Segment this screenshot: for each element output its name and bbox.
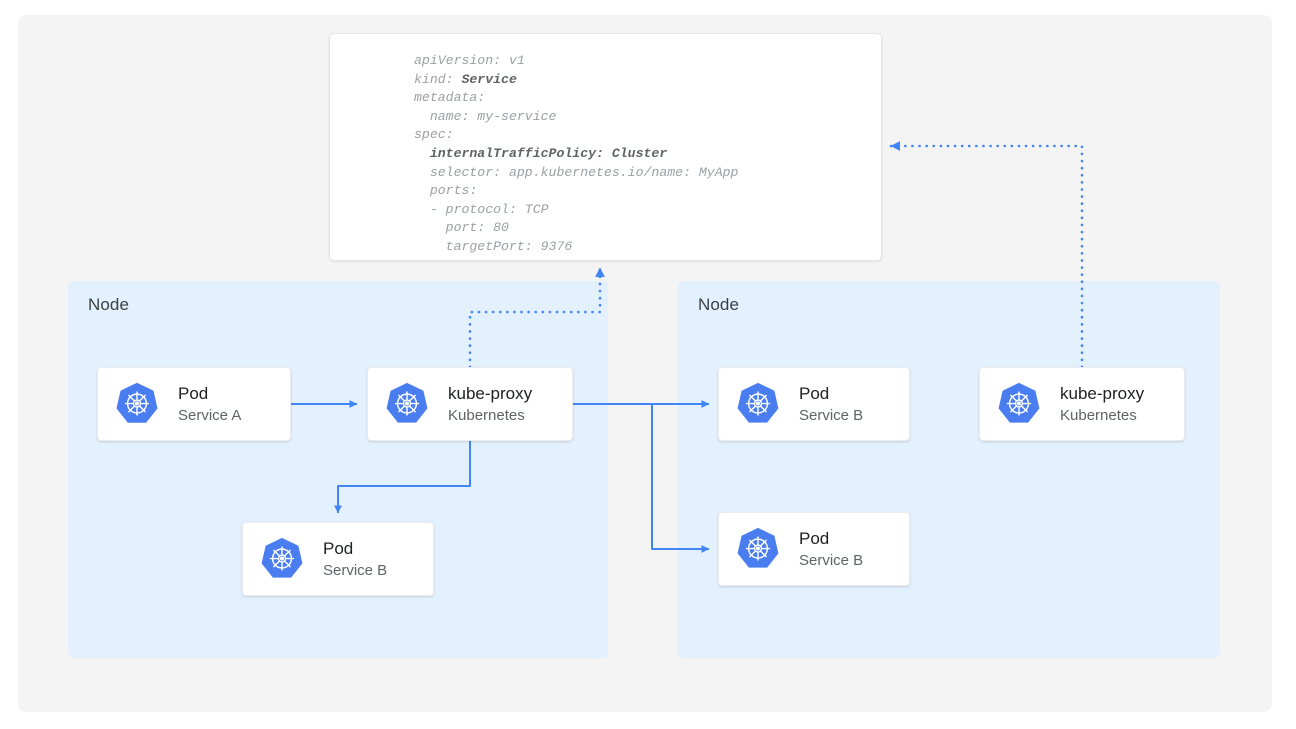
kubernetes-icon bbox=[114, 381, 160, 427]
card-text: kube-proxy Kubernetes bbox=[448, 383, 532, 425]
card-title: kube-proxy bbox=[448, 384, 533, 404]
card-subtitle: Kubernetes bbox=[1060, 406, 1137, 424]
card-pod-service-b-remote-top[interactable]: Pod Service B bbox=[718, 367, 910, 441]
card-subtitle: Service B bbox=[799, 551, 864, 569]
card-title: Pod bbox=[323, 539, 354, 559]
card-kube-proxy-left[interactable]: kube-proxy Kubernetes bbox=[367, 367, 573, 441]
card-title: Pod bbox=[799, 529, 830, 549]
card-pod-service-b-local[interactable]: Pod Service B bbox=[242, 522, 434, 596]
service-spec-panel: apiVersion: v1 kind: Service metadata: nam… bbox=[329, 33, 882, 261]
service-spec-line: port: 80 bbox=[414, 220, 509, 236]
card-pod-service-b-remote-mid[interactable]: Pod Service B bbox=[718, 512, 910, 586]
card-text: Pod Service A bbox=[178, 383, 241, 425]
service-spec-line: apiVersion: v1 bbox=[414, 53, 525, 68]
service-spec-line: targetPort: 9376 bbox=[414, 238, 573, 254]
service-spec-line: internalTrafficPolicy: Cluster bbox=[414, 145, 668, 161]
service-spec-line: - protocol: TCP bbox=[414, 201, 549, 217]
kubernetes-icon bbox=[735, 526, 781, 572]
service-spec-line: selector: app.kubernetes.io/name: MyApp bbox=[414, 164, 739, 180]
card-text: Pod Service B bbox=[323, 538, 387, 580]
card-text: Pod Service B bbox=[799, 383, 863, 425]
node-panel-right: Node bbox=[678, 281, 1220, 658]
service-spec-line: metadata: bbox=[414, 90, 486, 106]
card-title: kube-proxy bbox=[1060, 384, 1145, 404]
kubernetes-icon bbox=[735, 381, 781, 427]
node-label-left: Node bbox=[88, 295, 130, 314]
service-spec-line: spec: bbox=[414, 127, 454, 143]
service-spec-line: name: my-service bbox=[414, 108, 557, 124]
service-spec-code: apiVersion: v1 kind: Service metadata: nam… bbox=[414, 52, 738, 257]
card-kube-proxy-right[interactable]: kube-proxy Kubernetes bbox=[979, 367, 1185, 441]
kubernetes-icon bbox=[996, 381, 1042, 427]
kubernetes-icon bbox=[259, 536, 305, 582]
card-title: Pod bbox=[178, 384, 209, 404]
card-subtitle: Kubernetes bbox=[448, 406, 525, 424]
card-subtitle: Service B bbox=[799, 406, 864, 424]
card-title: Pod bbox=[799, 384, 830, 404]
card-text: kube-proxy Kubernetes bbox=[1060, 383, 1144, 425]
service-spec-line: ports: bbox=[414, 183, 478, 199]
card-text: Pod Service B bbox=[799, 528, 863, 570]
card-pod-service-a[interactable]: Pod Service A bbox=[97, 367, 291, 441]
card-subtitle: Service A bbox=[178, 406, 242, 424]
node-panel-left: Node bbox=[68, 281, 608, 658]
card-subtitle: Service B bbox=[323, 561, 388, 579]
node-label-right: Node bbox=[698, 295, 740, 314]
kubernetes-icon bbox=[384, 381, 430, 427]
service-spec-line: kind: Service bbox=[414, 71, 517, 87]
